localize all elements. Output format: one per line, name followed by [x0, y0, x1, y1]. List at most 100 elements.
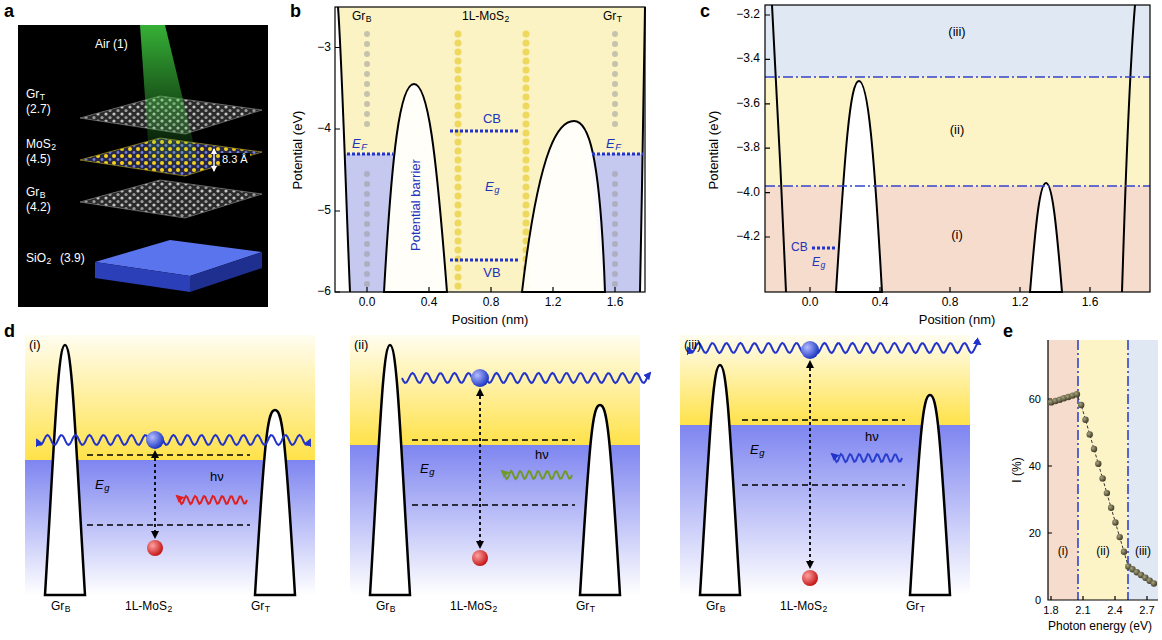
potential-barrier	[45, 345, 85, 595]
carbon-atom	[612, 71, 618, 77]
figure-label: (4.2)	[26, 201, 51, 214]
figure-label: 1L-MoS	[462, 10, 504, 23]
subscript: g	[821, 261, 826, 271]
figure-label: Gr	[376, 600, 389, 613]
data-point	[1121, 549, 1127, 555]
transition-arrow	[154, 452, 156, 537]
figure-label: (i)	[1058, 545, 1069, 558]
carbon-atom	[364, 121, 370, 127]
panel-letter: b	[290, 2, 301, 22]
axis-title: Potential (eV)	[291, 111, 305, 190]
potential-plot-b	[335, 7, 645, 292]
sulfur-atom	[523, 148, 530, 155]
carbon-atom	[364, 251, 370, 257]
data-point	[1095, 461, 1101, 467]
axis-title: Position (nm)	[452, 313, 529, 327]
carbon-atom	[364, 81, 370, 87]
sulfur-atom	[523, 202, 530, 209]
sulfur-atom	[455, 166, 462, 173]
band-edge	[742, 420, 905, 485]
figure-label: Air (1)	[95, 38, 128, 51]
tick-label: 0	[1035, 594, 1041, 606]
potential-plot-c	[765, 5, 1150, 292]
carbon-atom	[364, 61, 370, 67]
figure-label: Gr	[706, 600, 719, 613]
figure-label: E	[812, 256, 820, 269]
carbon-atom	[364, 261, 370, 267]
panel-letter: c	[700, 2, 710, 22]
figure-label: (2.7)	[26, 103, 51, 116]
subscript: 2	[47, 257, 52, 267]
tick-label: −5	[317, 204, 331, 217]
panel-letter: a	[4, 2, 14, 22]
figure-label: Gr	[251, 600, 264, 613]
dimension: 8.3 Å	[220, 153, 250, 165]
data-point	[1074, 391, 1080, 397]
figure-label: 1L-MoS	[780, 600, 822, 613]
sulfur-atom	[455, 157, 462, 164]
sulfur-atom	[455, 274, 462, 281]
tick-label: −4.0	[736, 186, 760, 199]
sulfur-atom	[523, 166, 530, 173]
figure-label: 1L-MoS	[125, 600, 167, 613]
figure-label: (ii)	[354, 338, 368, 352]
carbon-atom	[612, 121, 618, 127]
sulfur-atom	[455, 139, 462, 146]
figure-label: E	[352, 137, 361, 151]
sulfur-atom	[455, 202, 462, 209]
carbon-atom	[364, 281, 370, 287]
tick-label: −3.2	[736, 8, 760, 21]
carbon-atom	[612, 31, 618, 37]
photon-wave	[502, 471, 572, 479]
carbon-atom	[364, 221, 370, 227]
tick-label: 1.8	[1043, 604, 1058, 616]
carbon-atom	[364, 191, 370, 197]
tick-label: 0.4	[872, 296, 889, 309]
tick-label: −6	[317, 285, 331, 298]
sulfur-atom	[523, 94, 530, 101]
tick-label: 2.4	[1107, 604, 1122, 616]
subscript: 2	[505, 15, 510, 25]
carbon-atom	[612, 91, 618, 97]
carbon-atom	[364, 71, 370, 77]
sulfur-atom	[523, 76, 530, 83]
subscript: g	[429, 467, 434, 477]
heterostructure-illustration	[18, 25, 268, 307]
figure-label: E	[750, 443, 759, 457]
carbon-atom	[612, 271, 618, 277]
carbon-atom	[612, 261, 618, 267]
figure-label: Gr	[26, 88, 39, 101]
subscript: g	[759, 448, 764, 458]
potential-barrier	[580, 405, 620, 595]
transition-arrow	[809, 362, 811, 567]
subscript: B	[366, 15, 372, 25]
carbon-atom	[612, 51, 618, 57]
sulfur-atom	[523, 211, 530, 218]
sulfur-atom	[455, 247, 462, 254]
subscript: T	[920, 605, 925, 615]
potential-barrier	[910, 395, 950, 595]
figure-label: 1L-MoS	[450, 600, 492, 613]
figure-label: Gr	[352, 10, 365, 23]
tick-label: 2.7	[1139, 604, 1154, 616]
panel-letter: e	[1003, 322, 1013, 342]
tick-label: 20	[1029, 527, 1041, 539]
transition-arrow	[479, 390, 481, 547]
axis-title: I (%)	[1011, 457, 1024, 482]
subscript: B	[720, 605, 726, 615]
figure-label: Gr	[26, 186, 39, 199]
carbon-atom	[612, 41, 618, 47]
figure-label: E	[485, 180, 494, 194]
data-line	[1051, 394, 1154, 583]
sulfur-atom	[455, 148, 462, 155]
carbon-atom	[364, 171, 370, 177]
figure-label: MoS	[26, 138, 51, 151]
sulfur-atom	[523, 157, 530, 164]
data-point	[1087, 431, 1093, 437]
sulfur-atom	[523, 184, 530, 191]
sulfur-atom	[523, 175, 530, 182]
carbon-atom	[612, 111, 618, 117]
carbon-atom	[364, 91, 370, 97]
band-edge	[412, 440, 575, 505]
figure-label: hν	[535, 448, 549, 462]
